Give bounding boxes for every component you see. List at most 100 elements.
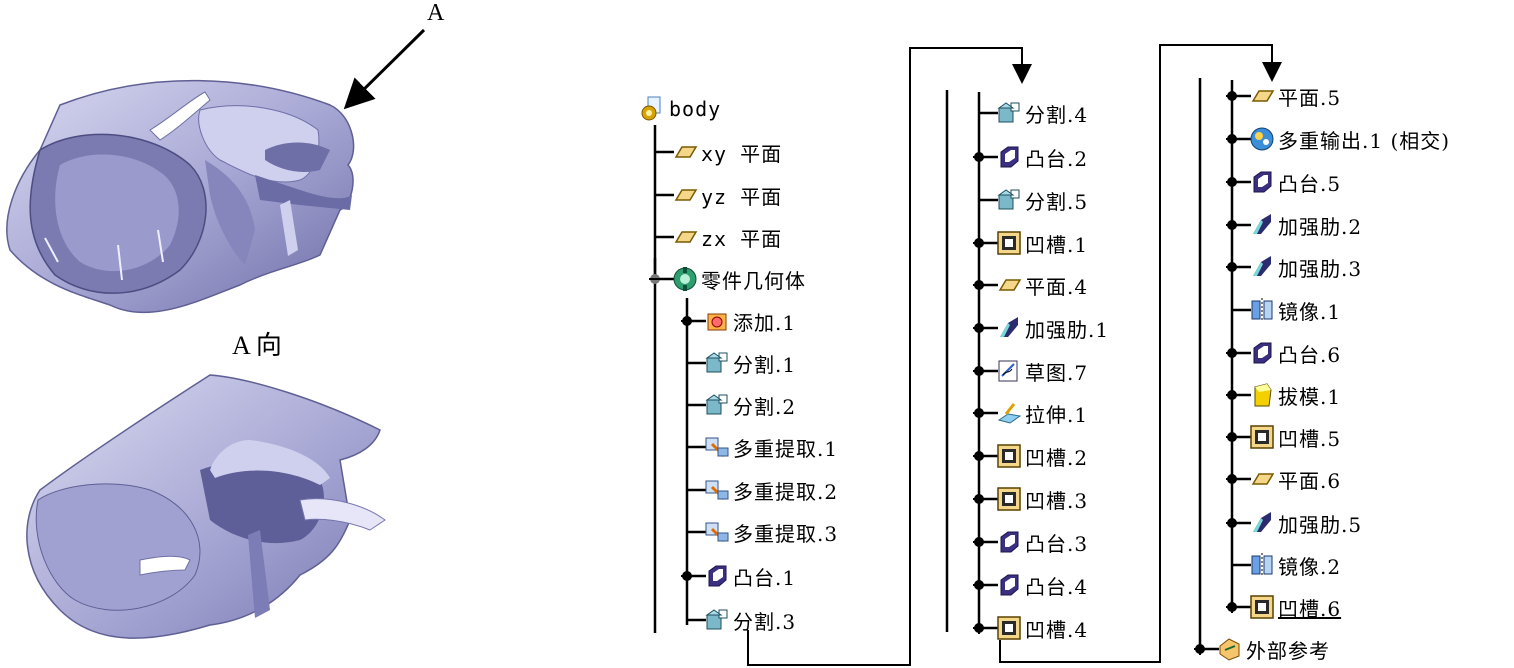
expand-toggle[interactable] bbox=[1194, 643, 1206, 655]
tree-node-label: 平面.4 bbox=[1025, 274, 1089, 299]
tree-node-col2-11[interactable]: 凸台.3 bbox=[996, 527, 1088, 557]
expand-toggle[interactable] bbox=[1226, 517, 1238, 529]
tree-node-label: 凸台.6 bbox=[1278, 342, 1342, 367]
tree-node-col1-9[interactable]: 多重提取.2 bbox=[704, 475, 838, 505]
tree-node-col1-7[interactable]: 分割.2 bbox=[704, 390, 796, 420]
multi-extract-icon bbox=[705, 522, 729, 543]
column-connectors bbox=[747, 44, 1282, 666]
tree-node-label: 平面.5 bbox=[1278, 85, 1342, 110]
expand-toggle[interactable] bbox=[973, 237, 985, 249]
tree-node-col2-13[interactable]: 凹槽.4 bbox=[996, 613, 1088, 643]
tree-node-col3-3[interactable]: 凸台.5 bbox=[1249, 167, 1341, 197]
tree-node-col1-3[interactable]: zx 平面 bbox=[672, 222, 782, 252]
tree-node-label: 分割.1 bbox=[733, 352, 797, 377]
tree-node-label: 凸台.5 bbox=[1278, 171, 1342, 196]
tree-node-label: xy 平面 bbox=[701, 141, 783, 166]
expand-toggle[interactable] bbox=[1226, 90, 1238, 102]
tree-node-col1-5[interactable]: 添加.1 bbox=[704, 306, 796, 336]
tree-node-col1-1[interactable]: xy 平面 bbox=[672, 137, 782, 167]
expand-toggle[interactable] bbox=[973, 322, 985, 334]
tree-node-col1-12[interactable]: 分割.3 bbox=[704, 605, 796, 635]
expand-toggle[interactable] bbox=[1226, 261, 1238, 273]
expand-toggle[interactable] bbox=[973, 450, 985, 462]
tree-node-label: 添加.1 bbox=[733, 310, 797, 335]
tree-node-col3-13[interactable]: 凹槽.6 bbox=[1249, 592, 1341, 622]
expand-toggle[interactable] bbox=[1226, 473, 1238, 485]
view-caption: A 向 bbox=[232, 331, 282, 360]
tree-node-label: 凹槽.2 bbox=[1025, 445, 1089, 470]
sketch-icon bbox=[998, 360, 1018, 382]
expand-toggle[interactable] bbox=[973, 151, 985, 163]
expand-toggle[interactable] bbox=[1226, 431, 1238, 443]
tree-node-col1-11[interactable]: 凸台.1 bbox=[704, 561, 796, 591]
tree-node-col3-8[interactable]: 拔模.1 bbox=[1249, 380, 1341, 410]
rib-icon bbox=[1000, 317, 1018, 337]
tree-node-col1-4[interactable]: 零件几何体 bbox=[672, 264, 806, 294]
tree-node-col1-2[interactable]: yz 平面 bbox=[672, 180, 782, 210]
plane-icon bbox=[998, 279, 1022, 291]
expand-toggle[interactable] bbox=[973, 536, 985, 548]
expand-toggle[interactable] bbox=[973, 622, 985, 634]
expand-toggle[interactable] bbox=[1226, 347, 1238, 359]
model-view-bottom bbox=[26, 374, 386, 639]
pad-icon bbox=[1253, 171, 1272, 193]
tree-node-col2-7[interactable]: 草图.7 bbox=[996, 356, 1088, 386]
tree-node-col2-4[interactable]: 凹槽.1 bbox=[996, 228, 1088, 258]
part-body-icon bbox=[673, 267, 697, 291]
expand-toggle[interactable] bbox=[681, 315, 693, 327]
expand-toggle[interactable] bbox=[973, 279, 985, 291]
view-direction-arrow bbox=[343, 28, 426, 110]
model-view-top bbox=[6, 79, 355, 314]
tree-node-col2-8[interactable]: 拉伸.1 bbox=[996, 398, 1088, 428]
tree-node-col3-6[interactable]: 镜像.1 bbox=[1249, 295, 1341, 325]
tree-node-col3-10[interactable]: 平面.6 bbox=[1249, 464, 1341, 494]
tree-node-col3-2[interactable]: 多重输出.1 (相交) bbox=[1249, 124, 1450, 154]
tree-node-col3-4[interactable]: 加强肋.2 bbox=[1249, 210, 1362, 240]
expand-toggle[interactable] bbox=[973, 579, 985, 591]
pocket-icon bbox=[997, 231, 1021, 255]
tree-node-col3-12[interactable]: 镜像.2 bbox=[1249, 550, 1341, 580]
tree-node-col2-10[interactable]: 凹槽.3 bbox=[996, 484, 1088, 514]
tree-node-col1-6[interactable]: 分割.1 bbox=[704, 348, 796, 378]
tree-root-label: body bbox=[669, 97, 722, 121]
tree-node-label: 凹槽.6 bbox=[1278, 596, 1342, 621]
tree-node-label: 多重输出.1 (相交) bbox=[1278, 128, 1451, 153]
expand-toggle[interactable] bbox=[1226, 601, 1238, 613]
tree-node-col2-2[interactable]: 凸台.2 bbox=[996, 142, 1088, 172]
split-icon bbox=[705, 394, 728, 415]
expand-toggle[interactable] bbox=[1226, 219, 1238, 231]
tree-node-label: 加强肋.2 bbox=[1278, 214, 1363, 239]
tree-node-col1-10[interactable]: 多重提取.3 bbox=[704, 517, 838, 547]
expand-toggle[interactable] bbox=[1226, 133, 1238, 145]
tree-node-col3-9[interactable]: 凹槽.5 bbox=[1249, 422, 1341, 452]
draft-icon bbox=[1254, 383, 1272, 407]
collapse-toggle[interactable] bbox=[649, 274, 661, 284]
split-icon bbox=[997, 102, 1020, 123]
tree-root-node[interactable]: body bbox=[640, 94, 721, 124]
expand-toggle[interactable] bbox=[973, 365, 985, 377]
tree-node-col2-12[interactable]: 凸台.4 bbox=[996, 570, 1088, 600]
expand-toggle[interactable] bbox=[681, 570, 693, 582]
tree-node-label: 凹槽.4 bbox=[1025, 617, 1089, 642]
tree-node-col3-14[interactable]: 外部参考 bbox=[1217, 634, 1330, 664]
tree-node-col2-6[interactable]: 加强肋.1 bbox=[996, 313, 1109, 343]
tree-node-col2-5[interactable]: 平面.4 bbox=[996, 270, 1088, 300]
tree-node-label: 平面.6 bbox=[1278, 468, 1342, 493]
tree-node-col3-5[interactable]: 加强肋.3 bbox=[1249, 252, 1362, 282]
tree-node-col2-1[interactable]: 分割.4 bbox=[996, 98, 1088, 128]
rib-icon bbox=[1253, 512, 1271, 532]
tree-node-col2-3[interactable]: 分割.5 bbox=[996, 185, 1088, 215]
expand-toggle[interactable] bbox=[973, 493, 985, 505]
tree-node-label: 凹槽.5 bbox=[1278, 426, 1342, 451]
expand-toggle[interactable] bbox=[1226, 389, 1238, 401]
expand-toggle[interactable] bbox=[973, 407, 985, 419]
tree-node-label: 凸台.2 bbox=[1025, 146, 1089, 171]
tree-node-col1-8[interactable]: 多重提取.1 bbox=[704, 432, 838, 462]
multi-extract-icon bbox=[705, 480, 729, 501]
tree-node-col3-7[interactable]: 凸台.6 bbox=[1249, 338, 1341, 368]
tree-node-col3-11[interactable]: 加强肋.5 bbox=[1249, 508, 1362, 538]
tree-node-col3-1[interactable]: 平面.5 bbox=[1249, 81, 1341, 111]
expand-toggle[interactable] bbox=[1226, 176, 1238, 188]
tree-node-label: 凸台.3 bbox=[1025, 531, 1089, 556]
tree-node-col2-9[interactable]: 凹槽.2 bbox=[996, 441, 1088, 471]
